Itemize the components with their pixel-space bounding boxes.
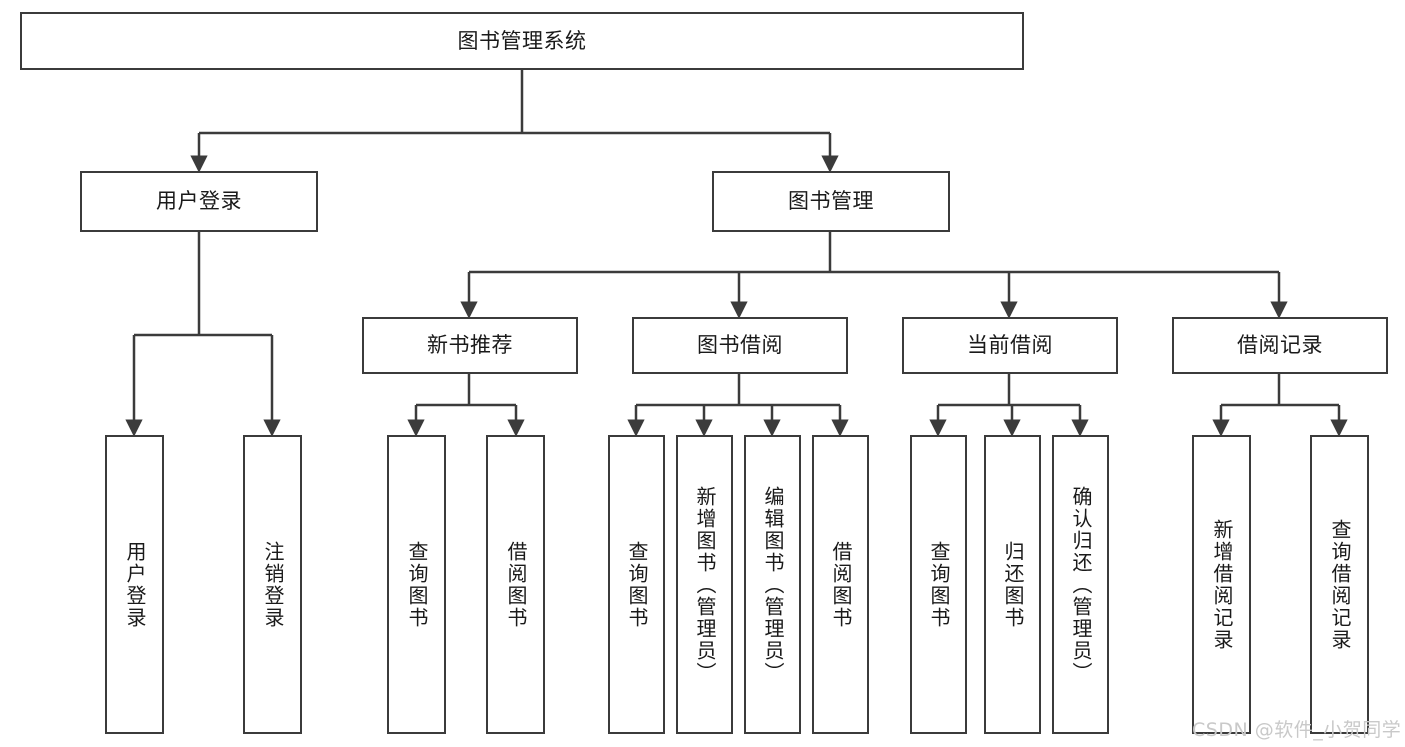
node-leaf-query-book-2[interactable]: 查询图书 [608, 435, 665, 734]
node-leaf-add-borrow-record[interactable]: 新增借阅记录 [1192, 435, 1251, 734]
node-leaf-query-book-3[interactable]: 查询图书 [910, 435, 967, 734]
node-leaf-logout-login[interactable]: 注销登录 [243, 435, 302, 734]
node-user-login[interactable]: 用户登录 [80, 171, 318, 232]
node-leaf-borrow-book-1[interactable]: 借阅图书 [486, 435, 545, 734]
node-leaf-borrow-book-2-label: 借阅图书 [829, 540, 853, 629]
watermark-text: CSDN @软件_小贺同学 [1192, 719, 1402, 741]
node-leaf-query-book-1[interactable]: 查询图书 [387, 435, 446, 734]
node-current-borrow-label: 当前借阅 [967, 333, 1053, 358]
node-leaf-confirm-return[interactable]: 确认归还（管理员） [1052, 435, 1109, 734]
node-leaf-query-book-1-label: 查询图书 [405, 540, 429, 629]
node-current-borrow[interactable]: 当前借阅 [902, 317, 1118, 374]
node-leaf-confirm-return-label: 确认归还（管理员） [1069, 485, 1093, 684]
node-leaf-query-borrow-record[interactable]: 查询借阅记录 [1310, 435, 1369, 734]
node-leaf-add-book-label: 新增图书（管理员） [693, 485, 717, 684]
node-root-label: 图书管理系统 [457, 28, 587, 53]
node-book-manage-label: 图书管理 [788, 189, 874, 214]
node-new-book-recommend-label: 新书推荐 [427, 333, 513, 358]
node-book-borrow-label: 图书借阅 [697, 333, 783, 358]
node-leaf-query-borrow-record-label: 查询借阅记录 [1328, 518, 1352, 651]
node-leaf-logout-login-label: 注销登录 [261, 540, 285, 629]
node-leaf-return-book[interactable]: 归还图书 [984, 435, 1041, 734]
node-leaf-borrow-book-1-label: 借阅图书 [504, 540, 528, 629]
node-leaf-query-book-3-label: 查询图书 [927, 540, 951, 629]
node-leaf-edit-book[interactable]: 编辑图书（管理员） [744, 435, 801, 734]
node-leaf-add-book[interactable]: 新增图书（管理员） [676, 435, 733, 734]
node-root-system[interactable]: 图书管理系统 [20, 12, 1024, 70]
node-leaf-borrow-book-2[interactable]: 借阅图书 [812, 435, 869, 734]
node-leaf-add-borrow-record-label: 新增借阅记录 [1210, 518, 1234, 651]
node-borrow-record-label: 借阅记录 [1237, 333, 1323, 358]
node-new-book-recommend[interactable]: 新书推荐 [362, 317, 578, 374]
node-leaf-edit-book-label: 编辑图书（管理员） [761, 485, 785, 684]
node-leaf-return-book-label: 归还图书 [1001, 540, 1025, 629]
node-user-login-label: 用户登录 [156, 189, 242, 214]
node-leaf-query-book-2-label: 查询图书 [625, 540, 649, 629]
node-book-borrow[interactable]: 图书借阅 [632, 317, 848, 374]
node-book-manage[interactable]: 图书管理 [712, 171, 950, 232]
node-leaf-user-login-label: 用户登录 [123, 540, 147, 629]
node-borrow-record[interactable]: 借阅记录 [1172, 317, 1388, 374]
node-leaf-user-login[interactable]: 用户登录 [105, 435, 164, 734]
